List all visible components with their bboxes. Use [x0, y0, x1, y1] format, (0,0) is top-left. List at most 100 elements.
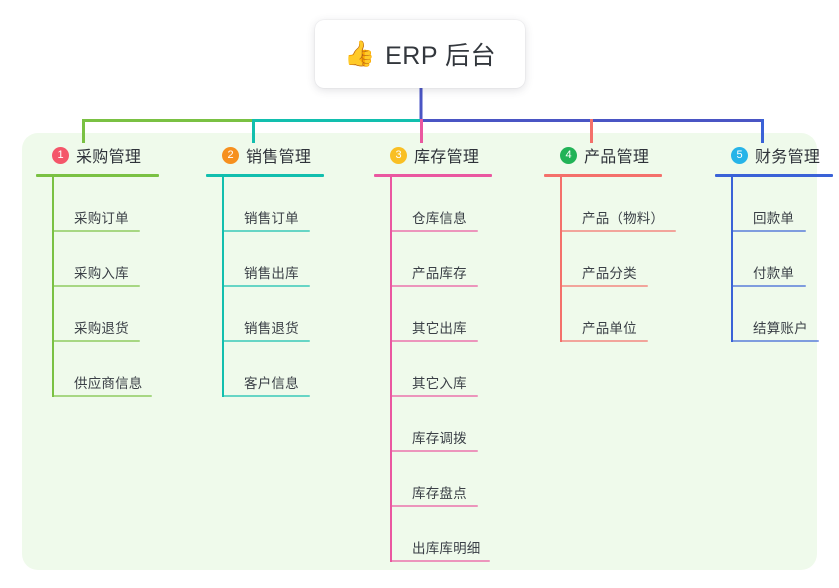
branch-item-label: 回款单	[753, 211, 795, 226]
branch-item-rule	[560, 230, 676, 232]
branch-item[interactable]: 库存盘点	[390, 452, 492, 507]
branch-item-label: 客户信息	[244, 376, 299, 391]
root-title: ERP 后台	[385, 42, 497, 70]
branch-item-rule	[390, 230, 478, 232]
branch-item-label: 出库库明细	[412, 541, 481, 556]
branch-item-rule	[222, 285, 310, 287]
branch-item-label: 采购入库	[74, 266, 129, 281]
branch-item-rule	[52, 230, 140, 232]
branch-item[interactable]: 销售退货	[222, 287, 324, 342]
branch-item-rule	[731, 340, 819, 342]
branch-number-badge: 1	[52, 146, 69, 164]
connector-lines	[82, 88, 764, 143]
branch-item-rule	[731, 285, 806, 287]
branch-item-rule	[390, 285, 478, 287]
branch-item[interactable]: 付款单	[731, 232, 833, 287]
branch-spine	[731, 177, 733, 342]
branch-column-2: 2 销售管理销售订单销售出库销售退货客户信息	[206, 143, 324, 397]
branch-item-label: 仓库信息	[412, 211, 467, 226]
branch-item[interactable]: 仓库信息	[390, 177, 492, 232]
branch-column-5: 5 财务管理回款单付款单结算账户	[715, 143, 833, 342]
branch-item-rule	[390, 395, 478, 397]
branch-header-1[interactable]: 1 采购管理	[36, 143, 159, 167]
branch-item-rule	[390, 560, 490, 562]
branch-header-5[interactable]: 5 财务管理	[715, 143, 833, 167]
branch-item-rule	[52, 395, 152, 397]
branch-item[interactable]: 产品分类	[560, 232, 664, 287]
root-node[interactable]: 👍 ERP 后台	[315, 20, 525, 88]
branch-spine	[560, 177, 562, 342]
branch-number-badge: 2	[222, 146, 239, 164]
branch-item-rule	[390, 450, 478, 452]
branch-item-label: 产品（物料）	[582, 211, 665, 226]
branch-item[interactable]: 产品库存	[390, 232, 492, 287]
branch-spine	[52, 177, 54, 397]
branch-number-badge: 5	[731, 146, 748, 164]
branch-item[interactable]: 回款单	[731, 177, 833, 232]
branch-item-label: 产品分类	[582, 266, 637, 281]
branch-item-label: 其它入库	[412, 376, 467, 391]
branch-item-list: 回款单付款单结算账户	[715, 177, 833, 342]
branch-item[interactable]: 客户信息	[222, 342, 324, 397]
branch-item-rule	[731, 230, 806, 232]
branch-title: 库存管理	[414, 149, 480, 166]
branch-header-rule	[544, 174, 662, 177]
branch-item[interactable]: 供应商信息	[52, 342, 159, 397]
branch-item-label: 销售退货	[244, 321, 299, 336]
branch-title: 产品管理	[584, 149, 650, 166]
branch-item[interactable]: 采购退货	[52, 287, 159, 342]
branch-item-list: 销售订单销售出库销售退货客户信息	[206, 177, 324, 397]
branch-item-label: 产品库存	[412, 266, 467, 281]
branch-item[interactable]: 库存调拨	[390, 397, 492, 452]
branch-item-rule	[390, 505, 478, 507]
branch-item-list: 仓库信息产品库存其它出库其它入库库存调拨库存盘点出库库明细	[374, 177, 492, 562]
branch-item-label: 销售出库	[244, 266, 299, 281]
branch-item[interactable]: 其它入库	[390, 342, 492, 397]
branch-item-list: 产品（物料） 产品分类产品单位	[544, 177, 676, 342]
branch-item-label: 付款单	[753, 266, 795, 281]
branch-item[interactable]: 其它出库	[390, 287, 492, 342]
branch-item-label: 销售订单	[244, 211, 299, 226]
branch-header-rule	[715, 174, 833, 177]
branch-item[interactable]: 销售出库	[222, 232, 324, 287]
branch-column-1: 1 采购管理采购订单采购入库采购退货供应商信息	[36, 143, 159, 397]
branch-item-label: 库存调拨	[412, 431, 467, 446]
branch-item[interactable]: 产品（物料）	[560, 177, 676, 232]
branch-item-label: 采购退货	[74, 321, 129, 336]
branch-item-rule	[52, 340, 140, 342]
branch-item-rule	[560, 285, 648, 287]
branch-header-rule	[374, 174, 492, 177]
branch-item[interactable]: 采购订单	[52, 177, 159, 232]
branch-header-2[interactable]: 2 销售管理	[206, 143, 324, 167]
branch-header-4[interactable]: 4 产品管理	[544, 143, 664, 167]
branch-number-badge: 4	[560, 146, 577, 164]
branch-item[interactable]: 销售订单	[222, 177, 324, 232]
branch-item-rule	[222, 395, 310, 397]
branch-item-rule	[222, 230, 310, 232]
branch-column-4: 4 产品管理产品（物料） 产品分类产品单位	[544, 143, 676, 342]
branch-item-list: 采购订单采购入库采购退货供应商信息	[36, 177, 159, 397]
branch-item-label: 采购订单	[74, 211, 129, 226]
branch-item-label: 库存盘点	[412, 486, 467, 501]
branch-item-label: 供应商信息	[74, 376, 143, 391]
branch-item-label: 产品单位	[582, 321, 637, 336]
branch-spine	[222, 177, 224, 397]
branch-item-label: 其它出库	[412, 321, 467, 336]
branch-item[interactable]: 采购入库	[52, 232, 159, 287]
branches-panel	[22, 133, 817, 570]
branch-item[interactable]: 产品单位	[560, 287, 664, 342]
branch-spine	[390, 177, 392, 562]
branch-title: 销售管理	[246, 149, 312, 166]
branch-header-rule	[36, 174, 159, 177]
branch-item-rule	[560, 340, 648, 342]
branch-item-rule	[390, 340, 478, 342]
thumbs-up-icon: 👍	[343, 39, 376, 68]
branch-header-rule	[206, 174, 324, 177]
branch-item[interactable]: 结算账户	[731, 287, 833, 342]
branch-title: 采购管理	[76, 149, 142, 166]
branch-item[interactable]: 出库库明细	[390, 507, 492, 562]
branch-title: 财务管理	[755, 149, 821, 166]
